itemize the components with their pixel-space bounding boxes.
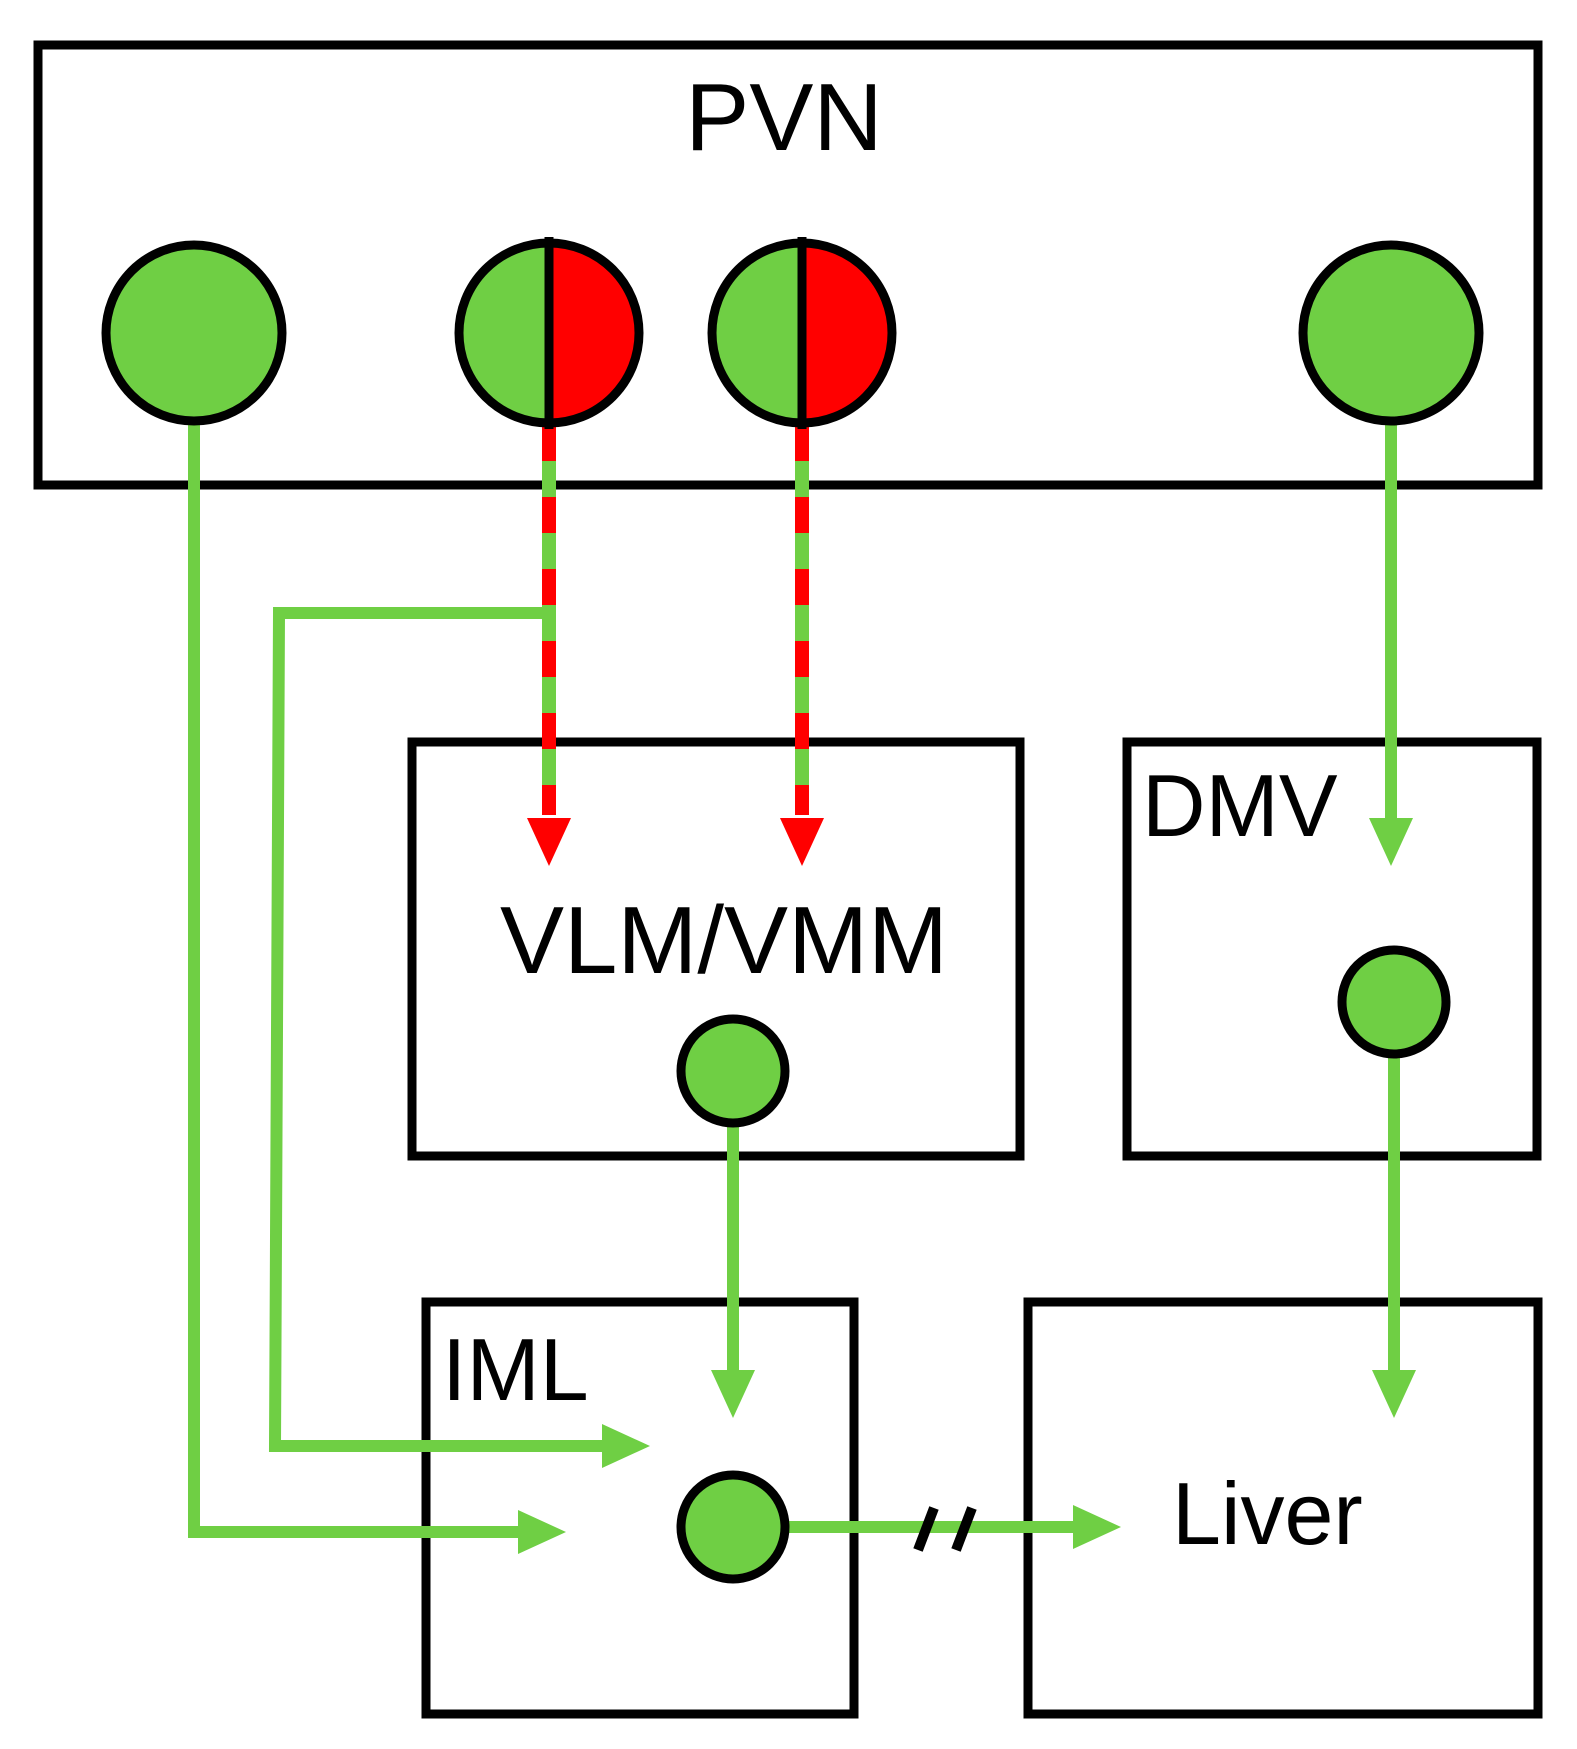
arrowhead-green bbox=[711, 1370, 755, 1418]
pvn-neuron-dual-b bbox=[707, 237, 897, 429]
arrowhead-red bbox=[527, 818, 571, 866]
arrowhead-green bbox=[1369, 818, 1413, 866]
pvn-neuron-dual-a bbox=[454, 237, 644, 429]
arrowhead-red bbox=[780, 818, 824, 866]
dmv-box bbox=[1122, 737, 1542, 1161]
axon-break-mark bbox=[913, 1506, 939, 1552]
iml-label: IML bbox=[442, 1320, 589, 1419]
pvn-to-iml-projection-1 bbox=[188, 420, 548, 1538]
pvn-neuron-1 bbox=[101, 240, 287, 426]
arrowhead-green bbox=[602, 1424, 650, 1468]
vlm-vmm-box bbox=[407, 737, 1025, 1161]
liver-label: Liver bbox=[1172, 1464, 1363, 1563]
dmv-neuron bbox=[1337, 945, 1451, 1059]
dmv-label: DMV bbox=[1142, 756, 1338, 855]
liver-box bbox=[1023, 1297, 1543, 1719]
vlm-vmm-neuron bbox=[676, 1014, 790, 1128]
pvn-neuron-4 bbox=[1298, 240, 1484, 426]
pvn-to-iml-projection-2 bbox=[268, 607, 625, 1452]
pvn-box bbox=[33, 40, 1543, 490]
iml-box bbox=[421, 1297, 859, 1719]
axon-break-mark bbox=[951, 1506, 977, 1552]
arrowhead-green bbox=[1073, 1505, 1121, 1549]
arrowhead-green bbox=[1372, 1370, 1416, 1418]
iml-neuron bbox=[676, 1470, 790, 1584]
vlm-vmm-label: VLM/VMM bbox=[500, 887, 948, 994]
pvn-label: PVN bbox=[685, 64, 882, 171]
arrowhead-green bbox=[518, 1510, 566, 1554]
